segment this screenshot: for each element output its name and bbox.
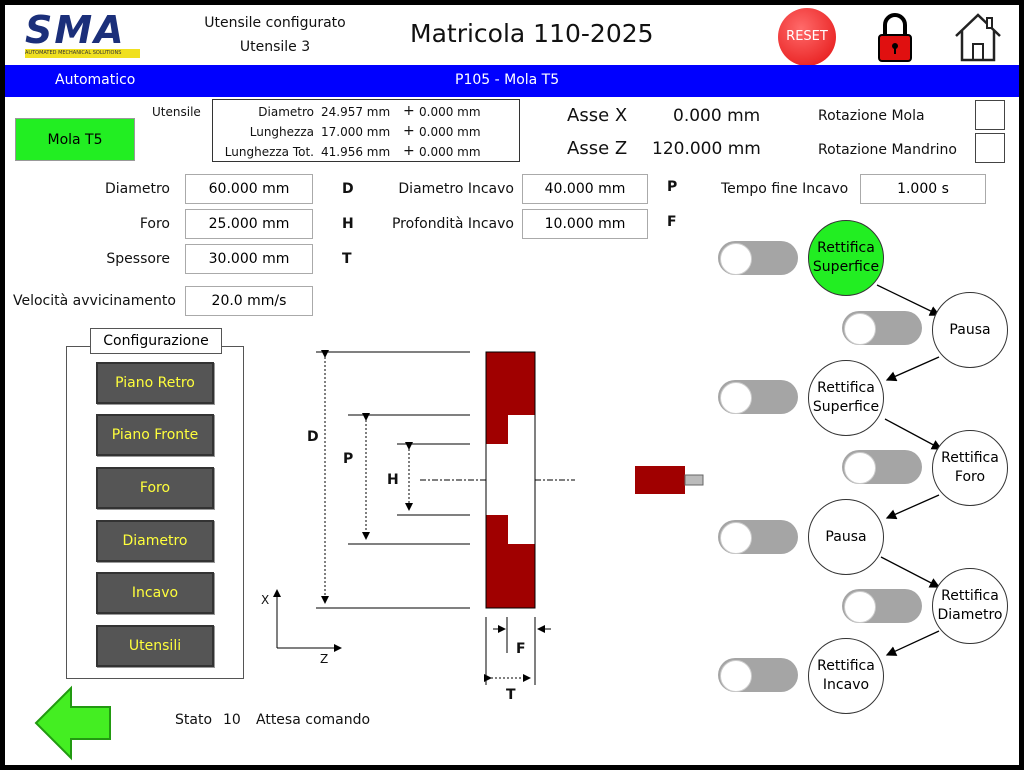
- diametro-field[interactable]: 60.000 mm: [185, 174, 313, 204]
- step-node-7[interactable]: Rettifica Incavo: [808, 638, 884, 714]
- step-toggle-5[interactable]: [718, 520, 798, 554]
- step-node-3[interactable]: Rettifica Superfice: [808, 360, 884, 436]
- rotation-spindle-indicator[interactable]: [975, 133, 1005, 163]
- spessore-label: Spessore: [106, 251, 170, 267]
- piano-retro-button[interactable]: Piano Retro: [96, 362, 214, 404]
- hmi-screen: SMA AUTOMATED MECHANICAL SOLUTIONS Utens…: [5, 5, 1019, 765]
- wheel-drawing: [273, 284, 943, 685]
- step-toggle-3[interactable]: [718, 380, 798, 414]
- axis-z-value: 120.000 mm: [652, 139, 761, 159]
- axis-x-value: 0.000 mm: [673, 106, 761, 126]
- lock-icon[interactable]: [875, 11, 915, 63]
- axis-z-label: Asse Z: [567, 138, 628, 159]
- step-toggle-4[interactable]: [842, 450, 922, 484]
- diametro-incavo-label: Diametro Incavo: [398, 181, 514, 197]
- step-node-4[interactable]: Rettifica Foro: [932, 430, 1008, 506]
- step-toggle-6[interactable]: [842, 589, 922, 623]
- diametro-incavo-letter: P: [667, 179, 678, 195]
- profondita-incavo-field[interactable]: 10.000 mm: [522, 209, 648, 239]
- step-node-2[interactable]: Pausa: [932, 292, 1008, 368]
- profondita-incavo-letter: F: [667, 214, 677, 230]
- step-node-6[interactable]: Rettifica Diametro: [932, 568, 1008, 644]
- wheel-top: [486, 352, 535, 444]
- program-label: P105 - Mola T5: [455, 72, 560, 88]
- piano-fronte-button[interactable]: Piano Fronte: [96, 414, 214, 456]
- page-title: Matricola 110-2025: [410, 19, 654, 48]
- velocita-field[interactable]: 20.0 mm/s: [185, 286, 313, 316]
- rotation-wheel-indicator[interactable]: [975, 100, 1005, 130]
- foro-label: Foro: [139, 216, 170, 232]
- dim-t-label: T: [506, 687, 516, 703]
- axis-x-label: Asse X: [567, 105, 628, 126]
- foro-button[interactable]: Foro: [96, 467, 214, 509]
- utensile-label: Utensile: [152, 105, 201, 119]
- rotation-spindle-label: Rotazione Mandrino: [818, 142, 957, 158]
- incavo-button[interactable]: Incavo: [96, 572, 214, 614]
- tempo-field[interactable]: 1.000 s: [860, 174, 986, 204]
- step-toggle-7[interactable]: [718, 658, 798, 692]
- step-toggle-1[interactable]: [718, 241, 798, 275]
- dim-d-label: D: [307, 429, 319, 445]
- foro-letter: H: [342, 216, 354, 232]
- diametro-label: Diametro: [104, 181, 170, 197]
- status-text: Attesa comando: [256, 712, 371, 728]
- spessore-letter: T: [342, 251, 352, 267]
- status-bar: Automatico P105 - Mola T5: [5, 65, 1019, 97]
- utensile-table: Diametro 24.957 mm + 0.000 mm Lunghezza …: [212, 99, 520, 162]
- dim-f-label: F: [516, 641, 526, 657]
- diametro-button[interactable]: Diametro: [96, 520, 214, 562]
- sma-logo: SMA AUTOMATED MECHANICAL SOLUTIONS: [25, 11, 140, 61]
- diametro-letter: D: [342, 181, 354, 197]
- tempo-label: Tempo fine Incavo: [721, 181, 849, 197]
- tool-button[interactable]: Mola T5: [15, 118, 135, 161]
- wheel-bottom: [486, 515, 535, 608]
- back-arrow-icon[interactable]: [33, 685, 113, 761]
- utensili-button[interactable]: Utensili: [96, 625, 214, 667]
- reset-button[interactable]: RESET: [778, 8, 836, 66]
- home-icon[interactable]: [953, 11, 1003, 63]
- tool-configured-label: Utensile configurato: [204, 15, 346, 31]
- profondita-incavo-label: Profondità Incavo: [391, 216, 514, 232]
- rotation-wheel-label: Rotazione Mola: [818, 108, 925, 124]
- config-title: Configurazione: [90, 328, 222, 354]
- mode-label: Automatico: [55, 72, 136, 88]
- status-code: 10: [223, 712, 241, 728]
- spessore-field[interactable]: 30.000 mm: [185, 244, 313, 274]
- step-toggle-2[interactable]: [842, 311, 922, 345]
- status-label: Stato: [175, 712, 213, 728]
- velocita-label: Velocità avvicinamento: [13, 293, 176, 309]
- dim-h-label: H: [387, 472, 399, 488]
- axis-z-glyph: Z: [320, 652, 329, 666]
- diametro-incavo-field[interactable]: 40.000 mm: [522, 174, 648, 204]
- axis-x-glyph: X: [261, 593, 270, 607]
- tool-motor: [635, 466, 685, 494]
- foro-field[interactable]: 25.000 mm: [185, 209, 313, 239]
- tool-configured-value: Utensile 3: [239, 39, 311, 55]
- step-node-5[interactable]: Pausa: [808, 499, 884, 575]
- step-node-1[interactable]: Rettifica Superfice: [808, 220, 884, 296]
- dim-p-label: P: [343, 451, 354, 467]
